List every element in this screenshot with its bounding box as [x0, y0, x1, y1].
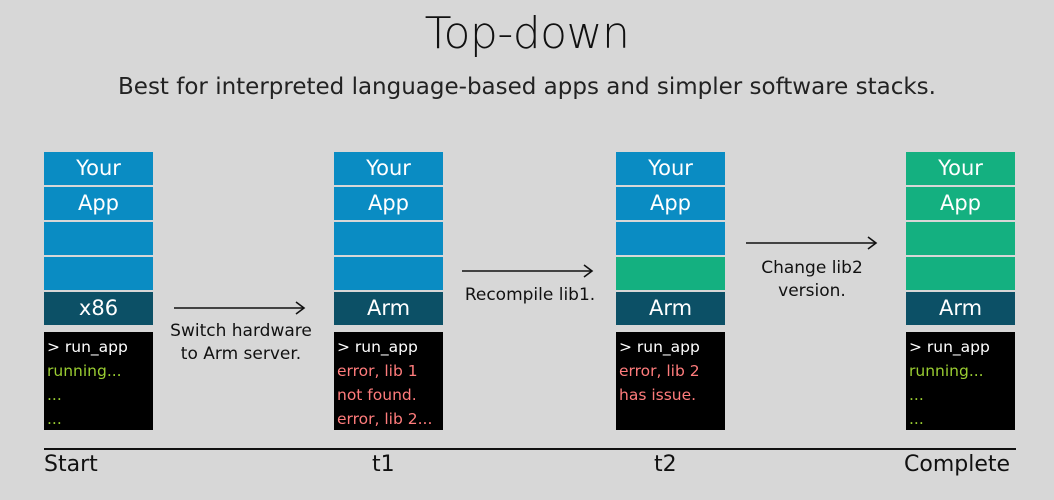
timeline-label-start: Start [44, 452, 98, 477]
terminal-line: ... [47, 410, 62, 428]
stack-layer-lib1 [44, 222, 153, 257]
terminal-line: > run_app [619, 338, 700, 356]
stack-layer-app-line1: Your [906, 152, 1015, 187]
terminal-line: not found. [337, 386, 417, 404]
terminal-t1: > run_app error, lib 1 not found. error,… [334, 332, 443, 430]
stack-layer-lib1 [616, 222, 725, 257]
timeline-axis [44, 448, 1016, 450]
stack-layer-lib2-updated [616, 257, 725, 292]
stack-layer-hardware: Arm [334, 292, 443, 327]
terminal-complete: > run_app running... ... ... [906, 332, 1015, 430]
stack-layer-app-line1: Your [334, 152, 443, 187]
stack-layer-app-line1: Your [44, 152, 153, 187]
stack-layer-hardware: Arm [906, 292, 1015, 327]
terminal-start: > run_app running... ... ... [44, 332, 153, 430]
stack-layer-app-line2: App [906, 187, 1015, 222]
caption-line: to Arm server. [180, 344, 302, 364]
terminal-line: ... [909, 410, 924, 428]
stack-layer-app-line1: Your [616, 152, 725, 187]
caption-line: Change lib2 [761, 258, 863, 278]
stack-layer-hardware: Arm [616, 292, 725, 327]
stack-layer-lib2 [334, 257, 443, 292]
terminal-line: > run_app [337, 338, 418, 356]
caption-line: version. [778, 281, 846, 301]
stack-layer-lib2 [906, 257, 1015, 292]
diagram-title: Top-down [424, 8, 630, 59]
transition-caption-change-lib2: Change lib2 version. [740, 257, 884, 303]
terminal-line: > run_app [909, 338, 990, 356]
arrow-right-icon [462, 264, 594, 278]
terminal-line: error, lib 2... [337, 410, 433, 428]
terminal-line: has issue. [619, 386, 697, 404]
arrow-right-icon [746, 236, 878, 250]
stack-layer-app-line2: App [616, 187, 725, 222]
terminal-line: running... [47, 362, 122, 380]
stack-layer-app-line2: App [334, 187, 443, 222]
timeline-label-complete: Complete [904, 452, 1011, 477]
stack-layer-lib1 [334, 222, 443, 257]
terminal-line: > run_app [47, 338, 128, 356]
caption-line: Switch hardware [170, 321, 312, 341]
stack-layer-lib2 [44, 257, 153, 292]
software-stack-complete: Your App Arm [906, 152, 1015, 327]
stack-layer-hardware: x86 [44, 292, 153, 327]
terminal-line: error, lib 1 [337, 362, 418, 380]
diagram-subtitle: Best for interpreted language-based apps… [118, 74, 936, 100]
timeline-label-t2: t2 [654, 452, 677, 477]
software-stack-t1: Your App Arm [334, 152, 443, 327]
stack-layer-app-line2: App [44, 187, 153, 222]
software-stack-start: Your App x86 [44, 152, 153, 327]
terminal-t2: > run_app error, lib 2 has issue. [616, 332, 725, 430]
terminal-line: error, lib 2 [619, 362, 700, 380]
terminal-line: running... [909, 362, 984, 380]
caption-line: Recompile lib1. [464, 285, 596, 305]
terminal-line: ... [47, 386, 62, 404]
transition-caption-switch-hardware: Switch hardware to Arm server. [160, 320, 322, 366]
stack-layer-lib1 [906, 222, 1015, 257]
software-stack-t2: Your App Arm [616, 152, 725, 327]
timeline-label-t1: t1 [372, 452, 395, 477]
transition-caption-recompile-lib1: Recompile lib1. [450, 284, 610, 307]
terminal-line: ... [909, 386, 924, 404]
arrow-right-icon [174, 301, 306, 315]
